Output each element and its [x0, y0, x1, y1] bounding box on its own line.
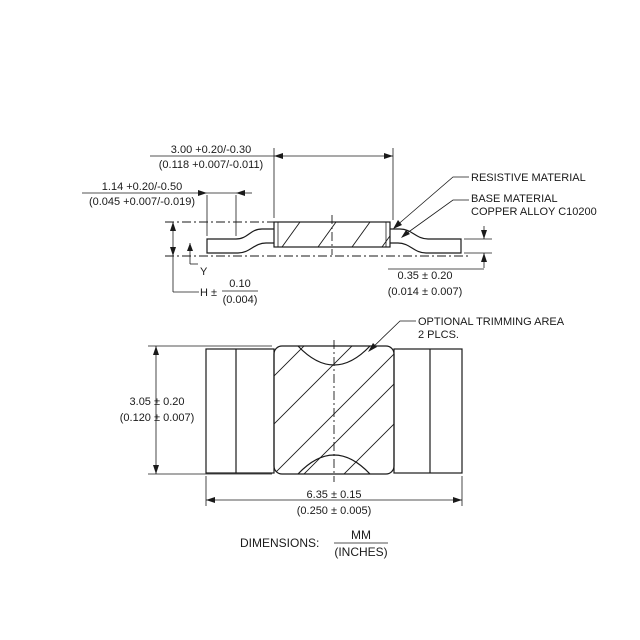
side-terminal-dim-inch: (0.045 +0.007/-0.019): [89, 196, 195, 208]
side-view: 3.00 +0.20/-0.30 (0.118 +0.007/-0.011) 1…: [82, 144, 597, 306]
side-terminal-dim-mm: 1.14 +0.20/-0.50: [102, 181, 182, 193]
side-thickness-dim-mm: 0.35 ± 0.20: [398, 270, 453, 282]
trimming-area-leader: [369, 320, 416, 351]
dimensions-legend: DIMENSIONS: MM (INCHES): [240, 528, 388, 559]
top-resistive-hatch: [274, 346, 394, 474]
top-length-dim-inch: (0.250 ± 0.005): [297, 505, 372, 517]
dimensions-unit-mm: MM: [351, 528, 371, 542]
side-h-prefix: H ±: [200, 287, 217, 299]
base-material-leader: [402, 199, 469, 237]
dimensions-unit-inches: (INCHES): [334, 545, 387, 559]
side-h-mm: 0.10: [229, 278, 250, 290]
side-right-terminal: [390, 228, 462, 254]
top-view: OPTIONAL TRIMMING AREA 2 PLCS. 3.05 ± 0.…: [120, 316, 565, 517]
dimensions-label: DIMENSIONS:: [240, 536, 319, 550]
base-material-label-1: BASE MATERIAL: [471, 193, 558, 205]
resistive-material-leader: [394, 176, 469, 228]
side-h-inch: (0.004): [223, 294, 258, 306]
base-material-label-2: COPPER ALLOY C10200: [471, 206, 597, 218]
top-length-dim-mm: 6.35 ± 0.15: [307, 489, 362, 501]
resistive-material-label: RESISTIVE MATERIAL: [471, 172, 586, 184]
trimming-area-label-1: OPTIONAL TRIMMING AREA: [418, 316, 565, 328]
side-length-dim-mm: 3.00 +0.20/-0.30: [171, 144, 251, 156]
top-width-dim-mm: 3.05 ± 0.20: [130, 396, 185, 408]
side-resistive-hatch: [281, 222, 390, 247]
side-left-terminal: [206, 228, 274, 254]
side-y-label: Y: [200, 266, 208, 278]
side-length-dim-inch: (0.118 +0.007/-0.011): [159, 159, 263, 171]
side-thickness-dim-inch: (0.014 ± 0.007): [388, 286, 463, 298]
top-left-terminal: [205, 348, 275, 474]
top-width-dim-inch: (0.120 ± 0.007): [120, 412, 195, 424]
top-right-terminal: [393, 348, 463, 474]
trimming-area-label-2: 2 PLCS.: [418, 329, 459, 341]
